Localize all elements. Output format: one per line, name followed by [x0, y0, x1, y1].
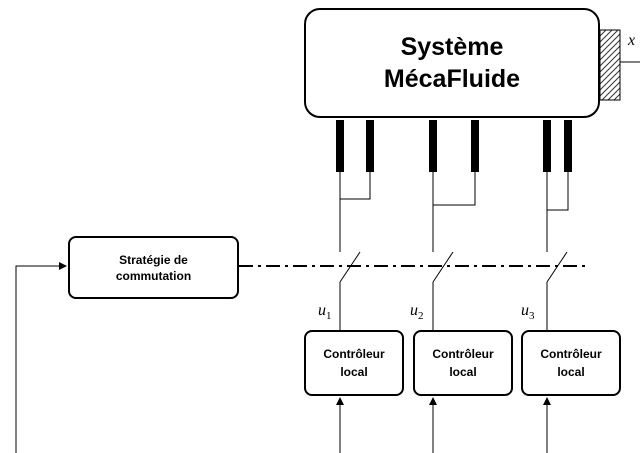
signal-u2-label: u2 [410, 302, 424, 323]
controller-3-line2: local [557, 365, 585, 379]
signal-u3-label: u3 [521, 302, 535, 323]
controller-2-line2: local [449, 365, 477, 379]
controller-inputs [336, 397, 551, 453]
signal-u1-label: u1 [318, 302, 332, 323]
system-mecafluide-box: Système MécaFluide [304, 8, 600, 118]
actuator-legs [336, 120, 572, 172]
strategy-label-line1: Stratégie de [119, 252, 188, 267]
feedback-line [15, 262, 67, 453]
controller-1-line1: Contrôleur [323, 347, 385, 361]
leg-wiring [339, 172, 569, 252]
local-controller-1: Contrôleur local [304, 330, 404, 396]
controller-3-line1: Contrôleur [540, 347, 602, 361]
controller-2-line1: Contrôleur [432, 347, 494, 361]
system-title-line1: Système [400, 33, 504, 61]
output-sensor [599, 29, 621, 101]
strategy-label-line2: commutation [115, 268, 192, 283]
local-controller-2: Contrôleur local [413, 330, 513, 396]
system-title-line2: MécaFluide [383, 65, 521, 93]
controller-1-line2: local [340, 365, 368, 379]
switching-strategy-box: Stratégie de commutation [68, 236, 239, 299]
switch-2 [432, 251, 454, 283]
output-x-label: x [628, 32, 636, 49]
local-controller-3: Contrôleur local [521, 330, 621, 396]
